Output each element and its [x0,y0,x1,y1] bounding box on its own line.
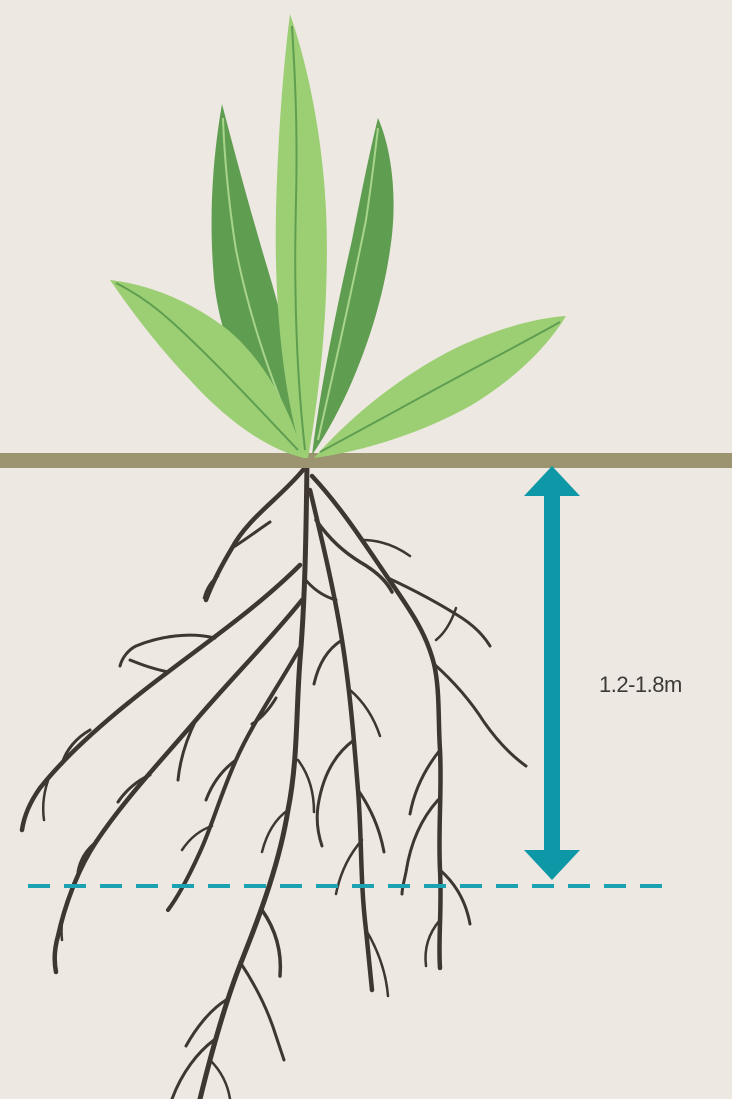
plant-leaves-icon [110,14,566,458]
arrow-head-bottom [524,850,580,880]
root-branch [434,664,526,766]
arrow-head-top [524,466,580,496]
root-branch [298,760,314,812]
root-branch [130,660,168,672]
double-headed-arrow-icon [524,466,580,880]
root-branch [22,565,300,830]
root-branch [262,910,280,976]
root-branch [168,648,300,910]
root-branch [312,476,441,968]
root-branch [440,870,470,924]
root-branch [402,800,438,894]
arrow-shaft [544,488,560,858]
root-branch [314,640,342,684]
root-branch [436,608,456,640]
root-branch [210,1060,230,1099]
root-branch [206,470,303,600]
root-branch [317,740,354,846]
root-branch [240,962,284,1060]
root-system-icon [22,462,526,1099]
root-depth-label: 1.2-1.8m [599,672,682,698]
ground-line [0,453,732,468]
